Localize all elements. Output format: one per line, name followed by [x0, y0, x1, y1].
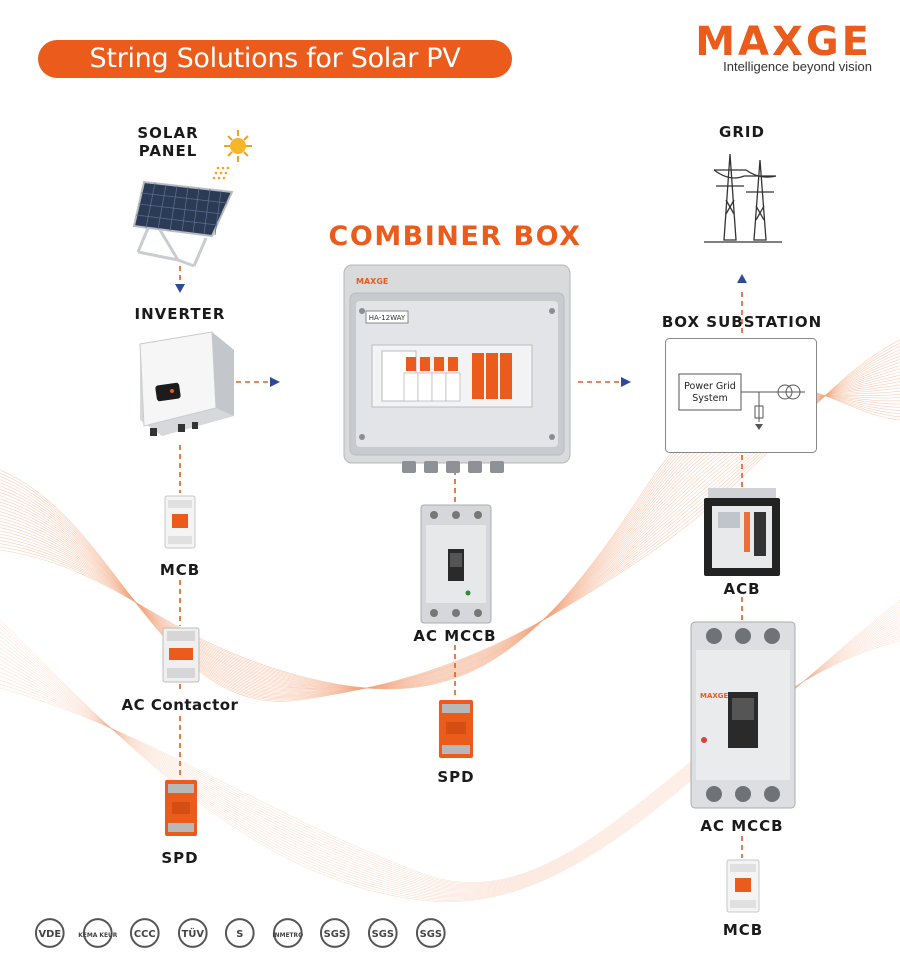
label-mcb-right: MCB: [722, 921, 764, 939]
brand-logo: MAXGE: [695, 19, 872, 65]
power-grid-text-2: System: [692, 393, 727, 404]
label-inverter: INVERTER: [134, 305, 226, 323]
label-mccb-center: AC MCCB: [413, 627, 497, 645]
mcb-image-left: [164, 495, 196, 549]
brand-tagline: Intelligence beyond vision: [723, 59, 872, 74]
s-mark-icon: S: [225, 918, 255, 948]
sun-icon: [212, 130, 252, 180]
certification-logos: VDE KEMA KEUR CCC TÜV S INMETRO SGS SGS SGS: [30, 913, 450, 955]
label-mcb-left: MCB: [159, 561, 201, 579]
svg-text:TÜV: TÜV: [181, 926, 204, 940]
inverter-image: [139, 331, 234, 436]
mcb-image-right: [726, 859, 760, 913]
label-solar-panel: SOLAR PANEL: [137, 124, 199, 160]
spd-image-center: [439, 700, 473, 758]
mccb-image-right: MAXGE: [690, 621, 796, 809]
svg-text:SGS: SGS: [372, 929, 394, 940]
label-box-substation: BOX SUBSTATION: [661, 313, 823, 331]
power-grid-text: Power Grid: [684, 381, 736, 392]
mccb-image-center: [420, 504, 492, 624]
page-title: String Solutions for Solar PV System: [38, 40, 512, 112]
inmetro-icon: INMETRO: [272, 918, 303, 948]
spd-image-left: [165, 780, 197, 836]
svg-text:S: S: [236, 929, 243, 940]
svg-text:INMETRO: INMETRO: [272, 932, 303, 939]
svg-text:KEMA KEUR: KEMA KEUR: [78, 932, 117, 939]
svg-text:SGS: SGS: [419, 929, 441, 940]
kema-icon: KEMA KEUR: [78, 918, 117, 948]
ac-contactor-image: [162, 627, 200, 683]
combiner-box-image: HA-12WAY MAXGE: [343, 264, 571, 473]
arrow-down-icon: [175, 284, 185, 293]
label-acb: ACB: [723, 580, 761, 598]
combiner-box-title: COMBINER BOX: [328, 221, 582, 252]
arrow-up-icon: [737, 274, 747, 283]
label-ac-contactor: AC Contactor: [121, 696, 239, 714]
label-grid: GRID: [719, 123, 765, 141]
vde-icon: VDE: [34, 918, 65, 948]
label-spd-left: SPD: [161, 849, 199, 867]
combiner-brand-label: MAXGE: [356, 277, 388, 286]
mccb-brand-label: MAXGE: [700, 692, 729, 700]
svg-text:SGS: SGS: [324, 929, 346, 940]
label-spd-center: SPD: [437, 768, 475, 786]
ccc-icon: CCC: [130, 918, 160, 948]
acb-image: [704, 488, 780, 576]
arrow-right-icon: [270, 377, 280, 387]
power-tower-icon: [704, 153, 782, 243]
label-mccb-right: AC MCCB: [700, 817, 784, 835]
solar-panel-image: [132, 180, 234, 268]
arrow-right-icon: [621, 377, 631, 387]
box-substation-diagram: Power Grid System: [665, 338, 817, 453]
sgs-icon-1: SGS: [320, 918, 350, 948]
tuv-icon: TÜV: [177, 918, 208, 948]
svg-text:VDE: VDE: [38, 929, 61, 940]
combiner-model-label: HA-12WAY: [369, 314, 406, 322]
sgs-icon-3: SGS: [415, 918, 446, 948]
svg-text:CCC: CCC: [134, 929, 156, 940]
sgs-icon-2: SGS: [367, 918, 398, 948]
